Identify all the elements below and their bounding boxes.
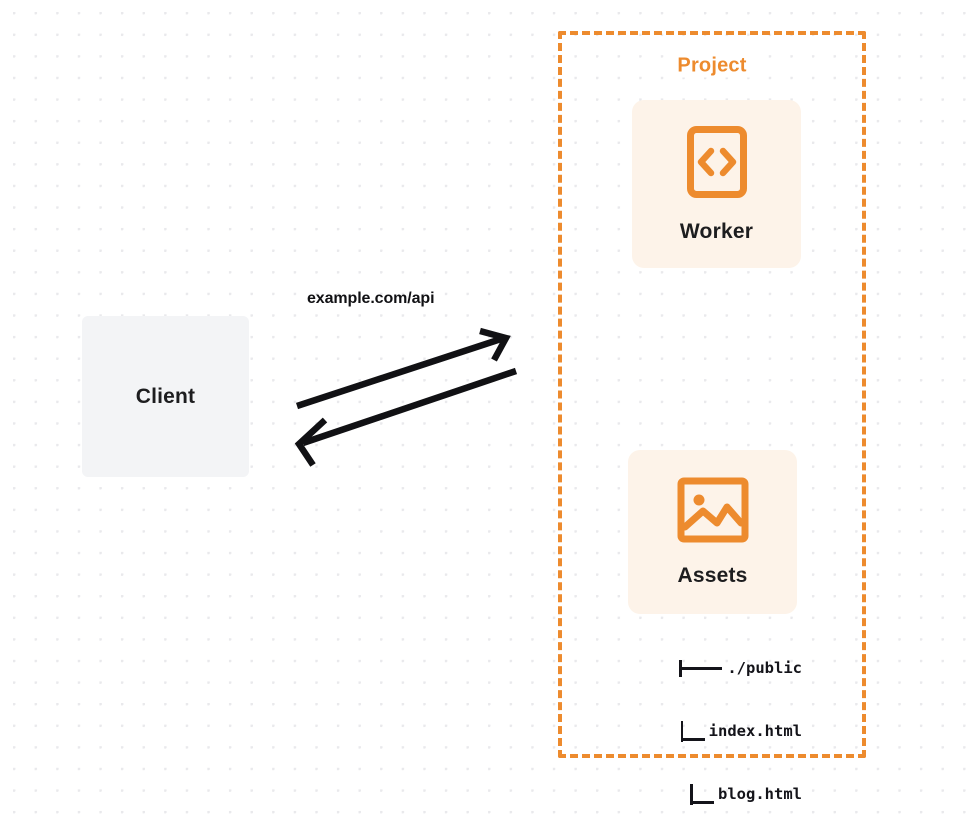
request-arrow-line bbox=[295, 334, 506, 410]
client-label: Client bbox=[135, 384, 196, 408]
assets-file-tree: ./public index.html blog.html contact.ht… bbox=[604, 616, 802, 818]
file-tree-row: index.html bbox=[604, 721, 802, 742]
tree-connector-pipe bbox=[653, 721, 709, 742]
file-tree-name: ./public bbox=[727, 659, 802, 677]
tree-connector-tee bbox=[671, 658, 727, 679]
assets-label: Assets bbox=[677, 563, 748, 587]
worker-label: Worker bbox=[679, 219, 754, 243]
connection-label: example.com/api bbox=[307, 290, 435, 307]
client-node: Client bbox=[82, 316, 249, 477]
worker-card[interactable]: Worker bbox=[632, 100, 801, 268]
file-tree-name: index.html bbox=[708, 722, 802, 740]
project-title: Project bbox=[670, 54, 754, 78]
file-tree-row: blog.html bbox=[604, 784, 802, 805]
file-tree-name: blog.html bbox=[718, 785, 802, 803]
code-brackets-icon bbox=[686, 125, 748, 204]
assets-card[interactable]: Assets bbox=[628, 450, 797, 614]
image-icon bbox=[677, 477, 749, 548]
response-arrow-line bbox=[301, 367, 518, 447]
request-arrow-head bbox=[479, 327, 511, 362]
project-container: Project bbox=[558, 31, 866, 758]
response-arrow-head bbox=[294, 417, 328, 467]
file-tree-row: ./public bbox=[604, 658, 802, 679]
tree-connector-pipe bbox=[662, 784, 718, 805]
